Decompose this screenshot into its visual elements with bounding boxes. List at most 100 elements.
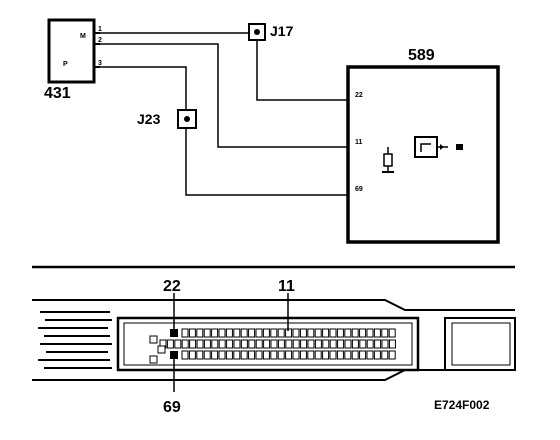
pin-label-2: 2 bbox=[98, 37, 102, 44]
connector-pin-cell bbox=[233, 328, 241, 338]
connector-pin-cell bbox=[166, 339, 174, 349]
connector-pin-cell bbox=[359, 350, 367, 360]
connector-pin-cell bbox=[277, 339, 285, 349]
connector-pin-cell bbox=[188, 328, 196, 338]
connector-pin-cell bbox=[329, 328, 337, 338]
connector-pin-cell bbox=[336, 328, 344, 338]
connector-pin-cell bbox=[240, 339, 248, 349]
connector-pin-cell bbox=[181, 328, 189, 338]
connector-j23-label: J23 bbox=[137, 111, 161, 127]
connector-pin-cell bbox=[270, 339, 278, 349]
connector-pin-cell bbox=[218, 350, 226, 360]
connector-pin-cell bbox=[277, 328, 285, 338]
connector-pin-cell bbox=[351, 328, 359, 338]
connector-pin-cell bbox=[322, 328, 330, 338]
pin-row-top bbox=[181, 328, 396, 338]
connector-pin-cell bbox=[307, 339, 315, 349]
connector-pin-cell bbox=[329, 350, 337, 360]
connector-pin-cell bbox=[181, 350, 189, 360]
pin-row-bottom bbox=[181, 350, 396, 360]
connector-pin-cell bbox=[225, 350, 233, 360]
connector-pin-cell bbox=[218, 328, 226, 338]
connector-pin-cell bbox=[218, 339, 226, 349]
pin-label-1: 1 bbox=[98, 26, 102, 33]
connector-pin-cell bbox=[262, 328, 270, 338]
pin-label-3: 3 bbox=[98, 60, 102, 67]
connector-pin-cell bbox=[203, 328, 211, 338]
connector-pin-cell bbox=[336, 350, 344, 360]
connector-pin-cell bbox=[307, 328, 315, 338]
connector-pin-cell bbox=[211, 339, 219, 349]
connector-pin-cell bbox=[285, 350, 293, 360]
connector-pin-cell bbox=[270, 328, 278, 338]
connector-pin-cell bbox=[233, 350, 241, 360]
connector-pin-cell bbox=[344, 350, 352, 360]
callout-label-69: 69 bbox=[163, 399, 181, 416]
connector-pin-cell bbox=[196, 350, 204, 360]
connector-pin-cell bbox=[351, 339, 359, 349]
component-431-pin-p: P bbox=[63, 61, 68, 68]
pin-22-highlight bbox=[170, 329, 178, 337]
connector-pin-cell bbox=[255, 339, 263, 349]
connector-pin-cell bbox=[248, 339, 256, 349]
callout-label-22: 22 bbox=[163, 278, 181, 295]
connector-pin-cell bbox=[359, 328, 367, 338]
connector-pin-cell bbox=[381, 339, 389, 349]
connector-pin-cell bbox=[388, 350, 396, 360]
connector-pin-cell bbox=[226, 339, 234, 349]
connector-pin-cell bbox=[337, 339, 345, 349]
connector-pin-cell bbox=[181, 339, 189, 349]
connector-pin-cell bbox=[322, 339, 330, 349]
connector-pin-cell bbox=[388, 328, 396, 338]
resistor-symbol bbox=[383, 153, 393, 167]
connector-pin-cell bbox=[329, 339, 337, 349]
connector-pin-cell bbox=[240, 328, 248, 338]
connector-pin-cell bbox=[203, 339, 211, 349]
component-431-label: 431 bbox=[44, 85, 71, 102]
connector-pin-cell bbox=[388, 339, 396, 349]
connector-pin-cell bbox=[225, 328, 233, 338]
connector-pin-cell bbox=[381, 328, 389, 338]
connector-pin-cell bbox=[300, 339, 308, 349]
connector-pin-cell bbox=[366, 350, 374, 360]
connector-key-tab bbox=[149, 335, 158, 344]
connector-pin-cell bbox=[255, 350, 263, 360]
pin-label-11: 11 bbox=[355, 139, 363, 146]
connector-pin-cell bbox=[314, 339, 322, 349]
connector-pin-cell bbox=[374, 339, 382, 349]
connector-pin-cell bbox=[196, 328, 204, 338]
figure-code: E724F002 bbox=[434, 398, 490, 412]
connector-pin-cell bbox=[314, 350, 322, 360]
input-stage-symbol bbox=[414, 136, 438, 158]
component-431-pin-m: M bbox=[80, 33, 86, 40]
wire-via-j23 bbox=[100, 66, 187, 110]
connector-pin-cell bbox=[255, 328, 263, 338]
connector-pin-cell bbox=[248, 328, 256, 338]
connector-pin-cell bbox=[322, 350, 330, 360]
connector-pin-cell bbox=[292, 350, 300, 360]
ecu-connector-drawing bbox=[32, 299, 516, 381]
connector-pin-cell bbox=[359, 339, 367, 349]
connector-j17-label: J17 bbox=[270, 23, 294, 39]
pin-label-22: 22 bbox=[355, 92, 363, 99]
connector-pin-cell bbox=[263, 339, 271, 349]
connector-pin-cell bbox=[233, 339, 241, 349]
component-431-box bbox=[47, 18, 96, 84]
connector-pin-cell bbox=[381, 350, 389, 360]
connector-pin-cell bbox=[292, 339, 300, 349]
connector-key-tab bbox=[149, 355, 158, 364]
connector-pin-cell bbox=[277, 350, 285, 360]
pin-label-69: 69 bbox=[355, 186, 363, 193]
connector-pin-cell bbox=[373, 328, 381, 338]
connector-pin-cell bbox=[285, 339, 293, 349]
connector-pin-cell bbox=[188, 350, 196, 360]
connector-pin-cell bbox=[366, 339, 374, 349]
callout-label-11: 11 bbox=[278, 278, 295, 295]
connector-pin-cell bbox=[314, 328, 322, 338]
connector-pin-cell bbox=[270, 350, 278, 360]
connector-pin-cell bbox=[240, 350, 248, 360]
connector-pin-cell bbox=[211, 350, 219, 360]
connector-pin-cell bbox=[203, 350, 211, 360]
connector-pin-cell bbox=[373, 350, 381, 360]
connector-pin-cell bbox=[344, 328, 352, 338]
